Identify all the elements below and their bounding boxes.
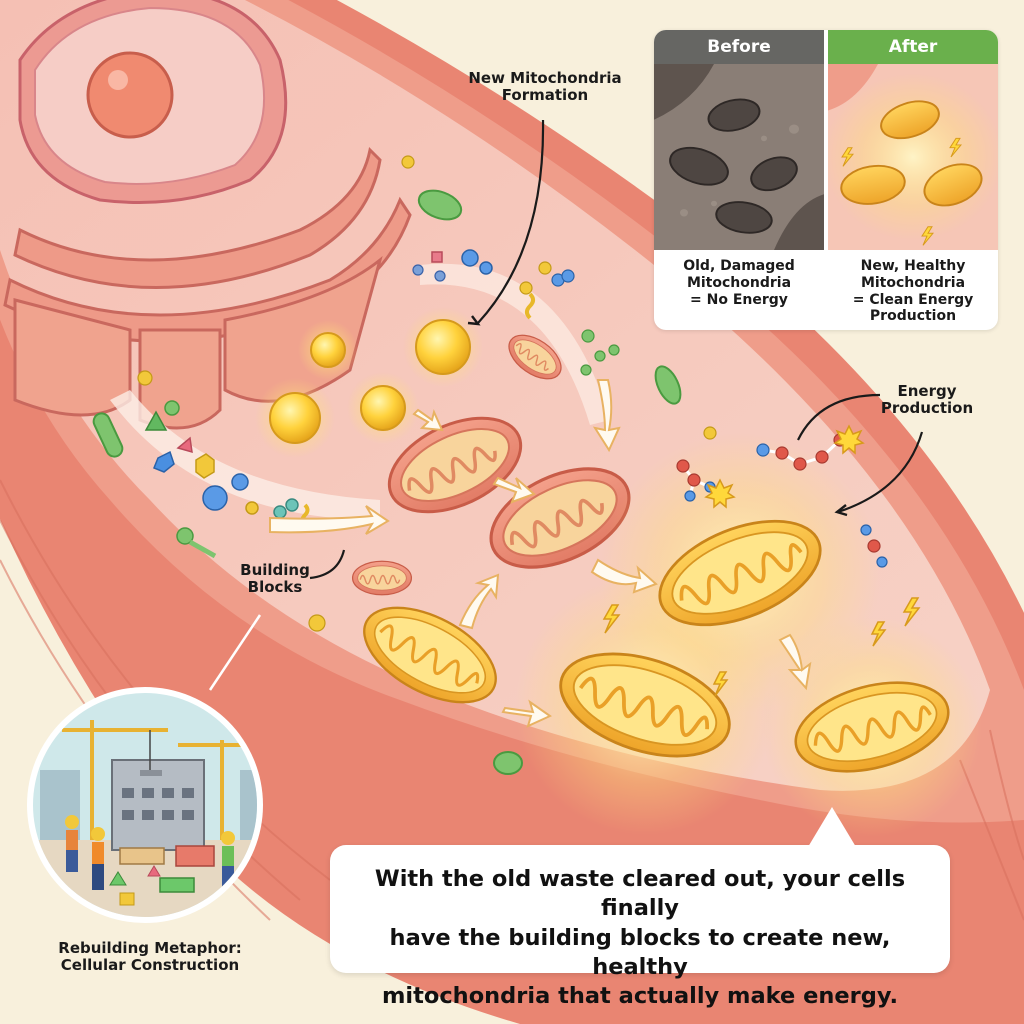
label-line: Blocks <box>247 578 303 597</box>
callout-text: With the old waste cleared out, your cel… <box>330 865 950 1011</box>
before-caption: Old, Damaged Mitochondria = No Energy <box>654 250 824 308</box>
callout-line: have the building blocks to create new, … <box>389 924 891 980</box>
callout-line: With the old waste cleared out, your cel… <box>374 866 906 922</box>
before-header: Before <box>654 30 824 64</box>
caption-line: Mitochondria <box>860 274 966 291</box>
after-header: After <box>828 30 998 64</box>
label-line: Rebuilding Metaphor: <box>58 939 242 957</box>
energy-orbs <box>255 307 483 458</box>
energy-molecules <box>676 433 888 568</box>
callout-tail <box>808 807 856 847</box>
rebuilding-metaphor-label: Rebuilding Metaphor: Cellular Constructi… <box>30 939 270 975</box>
callout-line: mitochondria that actually make energy. <box>381 983 899 1009</box>
damaged-mitochondria-image <box>654 64 824 250</box>
label-line: New Mitochondria <box>468 69 622 87</box>
label-line: Building <box>240 561 310 579</box>
summary-callout: With the old waste cleared out, your cel… <box>330 807 950 1009</box>
nucleus <box>18 0 288 204</box>
caption-line: Old, Damaged <box>683 258 795 274</box>
label-line: Cellular Construction <box>60 956 240 975</box>
flow-arrows <box>269 379 812 728</box>
label-line: Production <box>880 399 974 418</box>
energy-production-label: Energy Production <box>862 382 992 418</box>
healthy-mitochondria <box>347 433 982 837</box>
before-column: Before Old, Damaged Mitochondria = <box>654 30 824 330</box>
annotation-leaders <box>208 119 924 691</box>
building-block-molecules <box>92 155 717 775</box>
after-caption: New, Healthy Mitochondria = Clean Energy… <box>828 250 998 325</box>
caption-line: = Clean Energy <box>852 291 974 308</box>
construction-metaphor-image <box>27 687 263 923</box>
healthy-mitochondria-image <box>828 64 998 250</box>
caption-line: = No Energy <box>690 291 788 308</box>
after-column: After New, Healthy Mitochondri <box>828 30 998 330</box>
caption-line: Mitochondria <box>686 274 792 291</box>
building-blocks-label: Building Blocks <box>225 561 325 597</box>
caption-line: Production <box>869 308 957 325</box>
energy-sparks <box>602 424 921 697</box>
label-line: Energy <box>897 382 957 400</box>
new-mitochondria-formation-label: New Mitochondria Formation <box>445 69 645 105</box>
caption-line: New, Healthy <box>860 258 966 274</box>
label-line: Formation <box>501 86 589 105</box>
before-after-panel: Before Old, Damaged Mitochondria = <box>654 30 998 330</box>
